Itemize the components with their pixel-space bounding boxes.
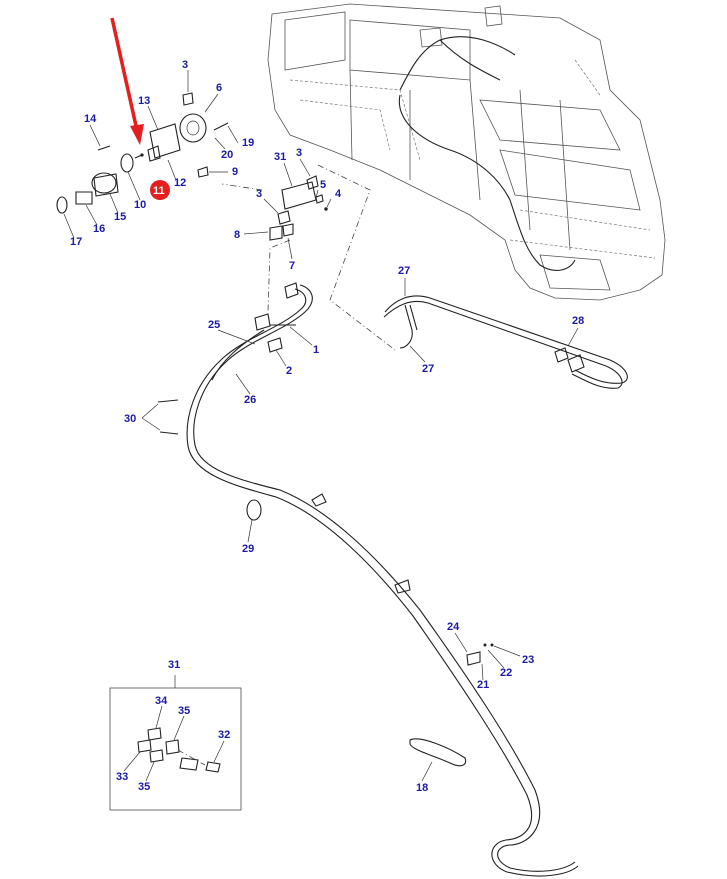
- callout-12: 12: [174, 177, 186, 189]
- main-long-hose: [186, 282, 579, 877]
- callout-9: 9: [232, 166, 238, 178]
- callout-3b: 3: [296, 147, 302, 159]
- callout-21: 21: [477, 679, 489, 691]
- callout-1: 1: [313, 344, 319, 356]
- callout-27b: 27: [422, 363, 434, 375]
- callout-31b: 31: [168, 659, 180, 671]
- callout-6: 6: [216, 82, 222, 94]
- callout-3a: 3: [182, 59, 188, 71]
- callout-14: 14: [84, 113, 97, 125]
- callout-23: 23: [522, 654, 534, 666]
- pump-assembly-parts: [56, 92, 229, 214]
- callout-25: 25: [208, 319, 220, 331]
- callout-18: 18: [416, 782, 428, 794]
- callout-11: 11: [153, 185, 165, 197]
- callout-3c: 3: [256, 188, 262, 200]
- highlight-marker: [150, 180, 170, 200]
- callout-2: 2: [286, 365, 292, 377]
- callout-20: 20: [221, 149, 233, 161]
- callout-15: 15: [114, 211, 126, 223]
- callout-19: 19: [242, 137, 254, 149]
- valve-block-assembly: [221, 164, 396, 351]
- callout-10: 10: [134, 199, 146, 211]
- callout-35b: 35: [138, 781, 150, 793]
- callout-34: 34: [155, 695, 168, 707]
- callout-33: 33: [116, 771, 128, 783]
- callout-22: 22: [500, 667, 512, 679]
- callout-7: 7: [289, 260, 295, 272]
- callout-31a: 31: [274, 151, 286, 163]
- callout-35a: 35: [178, 705, 190, 717]
- callout-16: 16: [93, 223, 105, 235]
- red-pointer-arrow: [110, 17, 144, 145]
- callout-8: 8: [234, 229, 240, 241]
- loose-parts: [157, 399, 494, 767]
- callout-30: 30: [124, 413, 136, 425]
- machine-body-illustration: [267, 3, 666, 301]
- callout-24: 24: [447, 621, 460, 633]
- callout-28: 28: [572, 315, 584, 327]
- callout-labels: 3 6 13 14 19 20 12 9 11 10 15 16 17 31 3…: [70, 59, 584, 794]
- right-hose-assembly: [383, 295, 628, 389]
- callout-5: 5: [320, 179, 326, 191]
- callout-13: 13: [138, 95, 150, 107]
- callout-26: 26: [244, 394, 256, 406]
- callout-4: 4: [335, 188, 342, 200]
- callout-32: 32: [218, 729, 230, 741]
- callout-27a: 27: [398, 265, 410, 277]
- callout-29: 29: [242, 543, 254, 555]
- leader-lines: [63, 70, 579, 782]
- callout-17: 17: [70, 236, 82, 248]
- inset-detail-31: [109, 675, 242, 811]
